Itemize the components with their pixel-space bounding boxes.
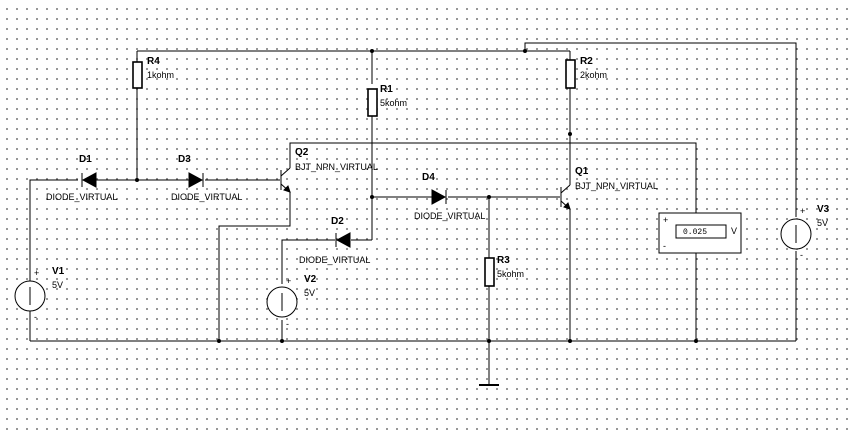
source-v1-plus: + (34, 268, 39, 278)
resistor-r3-value: 5kohm (497, 269, 524, 279)
resistor-r3-ref: R3 (497, 255, 510, 266)
resistor-r3[interactable]: R3 5kohm (484, 255, 524, 287)
diode-d3-value: DIODE_VIRTUAL (171, 192, 242, 202)
resistor-r1-body[interactable] (367, 88, 378, 117)
diode-d2-ref: D2 (331, 216, 344, 227)
junction-node (568, 132, 572, 136)
resistor-r4-ref: R4 (147, 56, 160, 67)
junction-node (280, 339, 284, 343)
transistor-q1-arrow-icon (563, 202, 571, 210)
resistor-r3-body[interactable] (484, 257, 495, 287)
source-v3[interactable]: + - V3 5V (780, 204, 830, 260)
source-v1-ref: V1 (52, 266, 65, 277)
source-v1-value: 5V (52, 280, 63, 290)
wire-d2-v2 (281, 239, 335, 284)
resistor-r2-ref: R2 (580, 56, 593, 67)
diode-d3-triangle (188, 172, 204, 188)
junction-node (568, 339, 572, 343)
source-v2-value: 5V (304, 288, 315, 298)
resistor-r2[interactable]: R2 2kohm (565, 56, 607, 89)
wire-v1-top (29, 179, 78, 281)
resistor-r1[interactable]: R1 5kohm (367, 84, 407, 117)
wire-q2-collector (289, 142, 697, 213)
diode-d3[interactable]: D3 DIODE_VIRTUAL (171, 154, 242, 202)
transistor-q2-arrow-icon (283, 185, 291, 193)
source-v3-plus: + (800, 206, 805, 216)
wires (29, 42, 797, 386)
source-v2-ref: V2 (304, 274, 317, 285)
source-v3-minus: - (800, 250, 803, 260)
source-v1[interactable]: + - V1 5V (14, 266, 65, 322)
diode-d3-ref: D3 (178, 154, 191, 165)
diode-d2-triangle (335, 232, 351, 248)
resistor-r4[interactable]: R4 1kohm (132, 56, 174, 89)
resistor-r2-value: 2kohm (580, 70, 607, 80)
voltmeter-display (675, 224, 727, 239)
junction-node (487, 195, 491, 199)
junction-node (135, 178, 139, 182)
source-v2[interactable]: + - V2 5V (266, 274, 317, 329)
transistor-q2-ref: Q2 (295, 147, 309, 158)
junction-node (487, 339, 491, 343)
diode-d4-triangle (431, 189, 447, 205)
diode-d2[interactable]: D2 DIODE_VIRTUAL (299, 216, 370, 265)
junctions (135, 49, 698, 343)
source-v3-value: 5V (817, 218, 828, 228)
transistor-q2-collector-leg (280, 167, 291, 177)
junction-node (523, 49, 527, 53)
transistor-q2-value: BJT_NPN_VIRTUAL (295, 162, 378, 172)
diode-d1[interactable]: D1 DIODE_VIRTUAL (46, 154, 117, 202)
diode-d1-ref: D1 (79, 154, 92, 165)
junction-node (370, 195, 374, 199)
source-v3-ref: V3 (817, 204, 830, 215)
voltmeter-plus: + (663, 215, 668, 225)
transistor-q1-value: BJT_NPN_VIRTUAL (575, 181, 658, 191)
voltmeter-minus: - (663, 241, 666, 251)
junction-node (694, 339, 698, 343)
resistor-r4-body[interactable] (132, 61, 143, 89)
voltmeter-unit: V (731, 226, 737, 236)
junction-node (370, 49, 374, 53)
diode-d4-ref: D4 (422, 172, 435, 183)
resistor-r4-value: 1kohm (147, 70, 174, 80)
wire-q2-emitter (218, 192, 291, 341)
transistor-q2[interactable]: Q2 BJT_NPN_VIRTUAL (280, 147, 378, 193)
diode-d4-value: DIODE_VIRTUAL (414, 211, 485, 221)
transistor-q1-collector-leg (560, 184, 571, 194)
junction-node (217, 339, 221, 343)
resistor-r1-value: 5kohm (380, 98, 407, 108)
source-v2-minus: - (286, 319, 289, 329)
voltmeter-reading: 0.025 (683, 228, 707, 237)
diode-d1-triangle (81, 172, 97, 188)
diode-d1-value: DIODE_VIRTUAL (46, 192, 117, 202)
diode-d2-value: DIODE_VIRTUAL (299, 255, 370, 265)
resistor-r1-ref: R1 (380, 84, 393, 95)
diode-d4[interactable]: D4 DIODE_VIRTUAL (414, 172, 485, 221)
source-v2-plus: + (286, 276, 291, 286)
wire-v3-top (524, 42, 797, 217)
resistor-r2-body[interactable] (565, 59, 576, 89)
source-v1-minus: - (34, 312, 37, 322)
transistor-q1[interactable]: Q1 BJT_NPN_VIRTUAL (560, 166, 658, 210)
transistor-q1-ref: Q1 (575, 166, 589, 177)
voltmeter[interactable]: 0.025 V + - (658, 212, 742, 254)
